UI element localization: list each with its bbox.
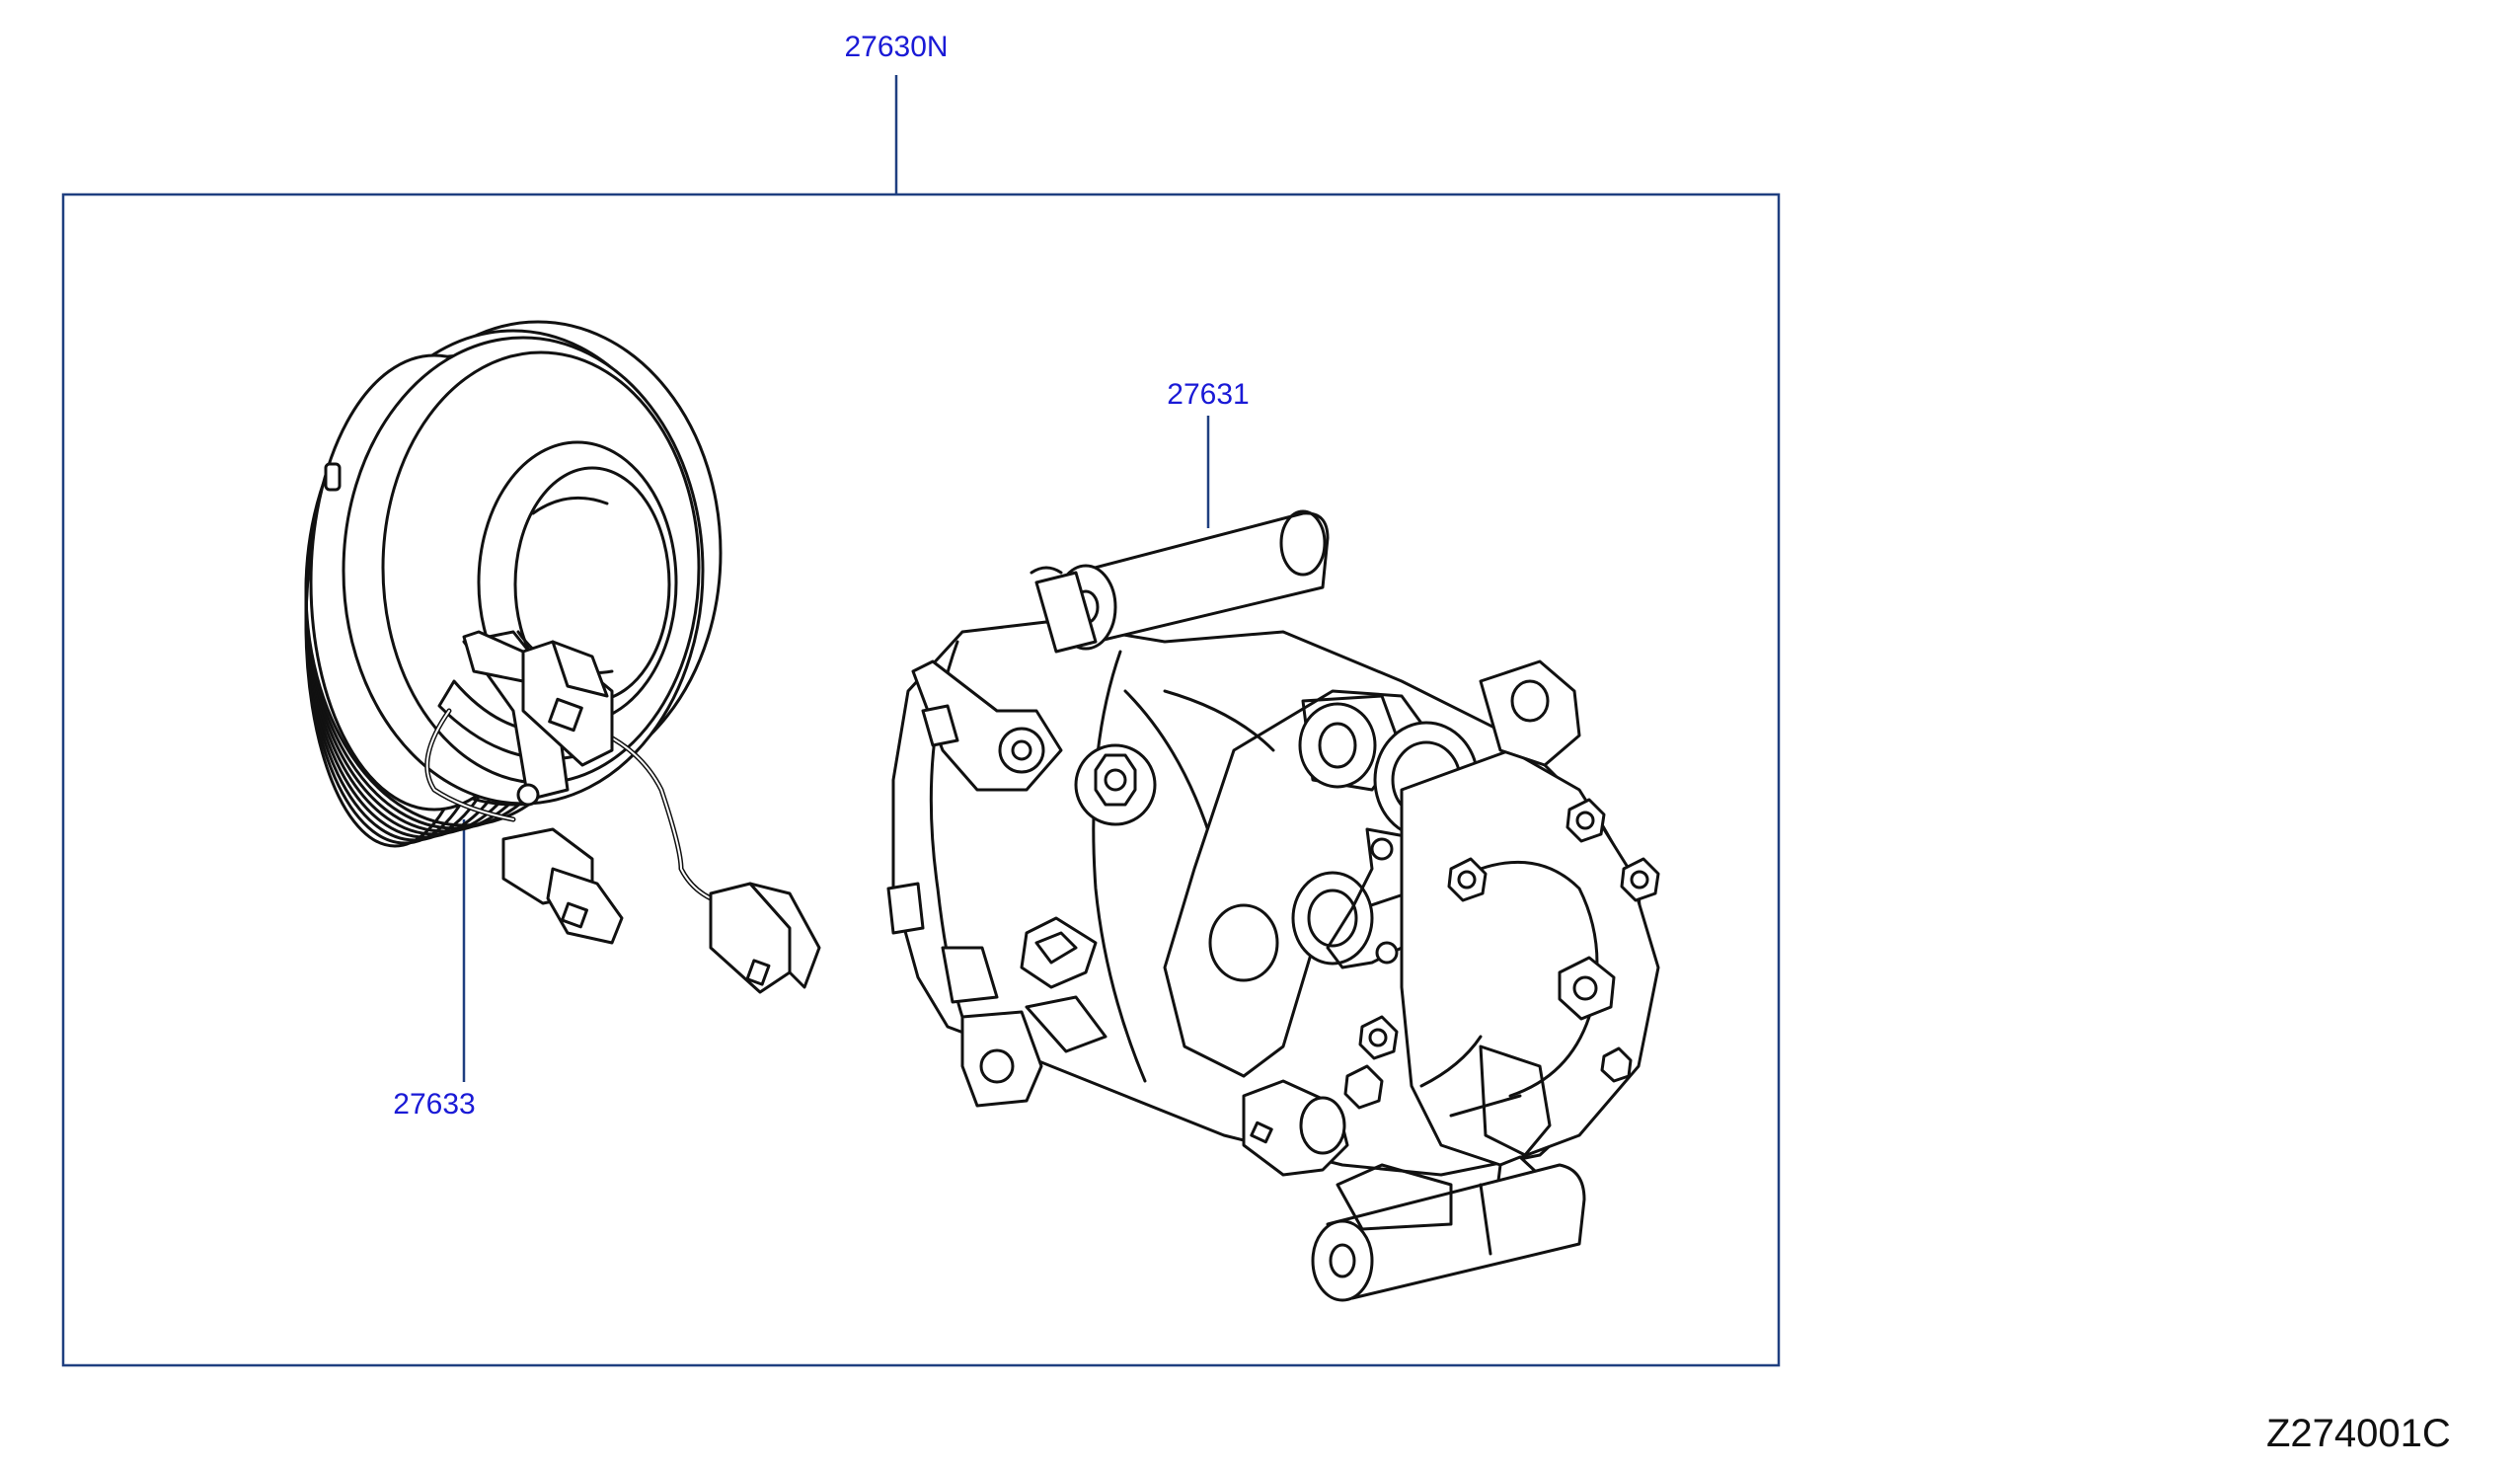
pulley-clutch-icon (304, 320, 821, 994)
callout-compressor[interactable]: 27631 (1167, 378, 1250, 411)
assembly-frame (61, 193, 1781, 1367)
callout-clutch[interactable]: 27633 (393, 1088, 476, 1121)
diagram-code: Z274001C (2266, 1412, 2451, 1455)
ac-compressor-icon (886, 509, 1660, 1302)
callout-assembly[interactable]: 27630N (844, 31, 949, 63)
